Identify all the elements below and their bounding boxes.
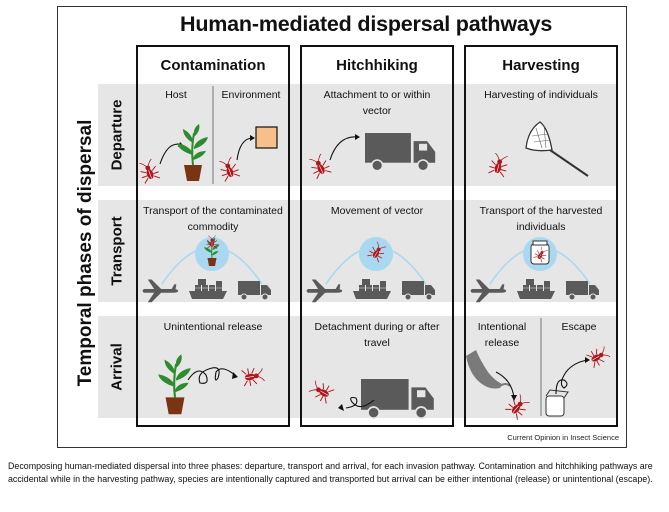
insect-icon xyxy=(216,155,242,183)
release-loop-arrow xyxy=(187,367,237,384)
ship-icon xyxy=(188,278,228,300)
cell-arrival-intentional-release: Intentional release xyxy=(477,321,527,349)
arrow-to-plant xyxy=(159,143,183,165)
column-box-harvesting xyxy=(464,45,618,427)
plant-icon xyxy=(157,353,192,416)
figure-title: Human-mediated dispersal pathways xyxy=(180,12,553,36)
plane-icon xyxy=(470,279,507,303)
column-box-hitchhiking xyxy=(300,45,454,427)
column-title-harvesting: Harvesting xyxy=(502,57,580,74)
source-credit: Current Opinion in Insect Science xyxy=(507,433,619,442)
cell-departure-harvesting: Harvesting of individuals xyxy=(484,89,598,101)
cell-transport-hitchhiking: Movement of vector xyxy=(330,205,424,217)
insect-icon xyxy=(504,392,532,421)
cell-arrival-escape: Escape xyxy=(561,321,597,333)
environment-box-icon xyxy=(255,126,278,149)
truck-icon xyxy=(401,280,436,301)
insect-icon xyxy=(136,157,162,185)
arrow-to-truck xyxy=(329,136,359,161)
butterfly-net-icon xyxy=(525,121,589,177)
insect-icon xyxy=(307,378,336,405)
cell-arrival-hitchhiking: Detachment during or after travel xyxy=(314,321,440,349)
truck-icon xyxy=(364,132,437,172)
arrow-to-environment xyxy=(236,137,254,161)
detachment-loop-arrow xyxy=(345,396,375,409)
column-title-contamination: Contamination xyxy=(160,57,266,74)
plant-icon xyxy=(176,123,209,182)
truck-icon xyxy=(565,280,600,301)
plane-icon xyxy=(142,279,179,303)
ship-icon xyxy=(352,278,392,300)
cell-transport-contamination: Transport of the contaminated commodity xyxy=(143,205,283,233)
hand-icon xyxy=(466,350,502,389)
row-label-arrival: Arrival xyxy=(108,343,126,391)
cell-arrival-contamination: Unintentional release xyxy=(163,321,263,333)
row-label-transport: Transport xyxy=(108,216,126,286)
row-label-departure: Departure xyxy=(108,99,126,171)
truck-icon xyxy=(360,378,435,420)
column-box-contamination xyxy=(136,45,290,427)
insect-icon xyxy=(585,344,612,369)
insect-icon xyxy=(487,152,511,178)
cell-departure-hitchhiking: Attachment to or within vector xyxy=(323,89,431,117)
ship-icon xyxy=(516,278,556,300)
truck-icon xyxy=(237,280,272,301)
insect-icon xyxy=(240,365,266,388)
figure-frame xyxy=(57,6,627,448)
cell-transport-harvesting: Transport of the harvested individuals xyxy=(479,205,603,233)
jar-icon xyxy=(530,240,550,265)
escape-loop-arrow xyxy=(555,359,589,395)
column-title-hitchhiking: Hitchhiking xyxy=(336,57,418,74)
cell-departure-host: Host xyxy=(165,89,187,101)
open-jar-icon xyxy=(545,389,569,417)
plane-icon xyxy=(306,279,343,303)
axis-label-temporal-phases: Temporal phases of dispersal xyxy=(75,119,96,387)
cell-departure-environment: Environment xyxy=(221,89,281,101)
row-band-arrival xyxy=(98,316,618,418)
figure-caption: Decomposing human-mediated dispersal int… xyxy=(8,461,653,484)
insect-icon xyxy=(306,152,333,180)
